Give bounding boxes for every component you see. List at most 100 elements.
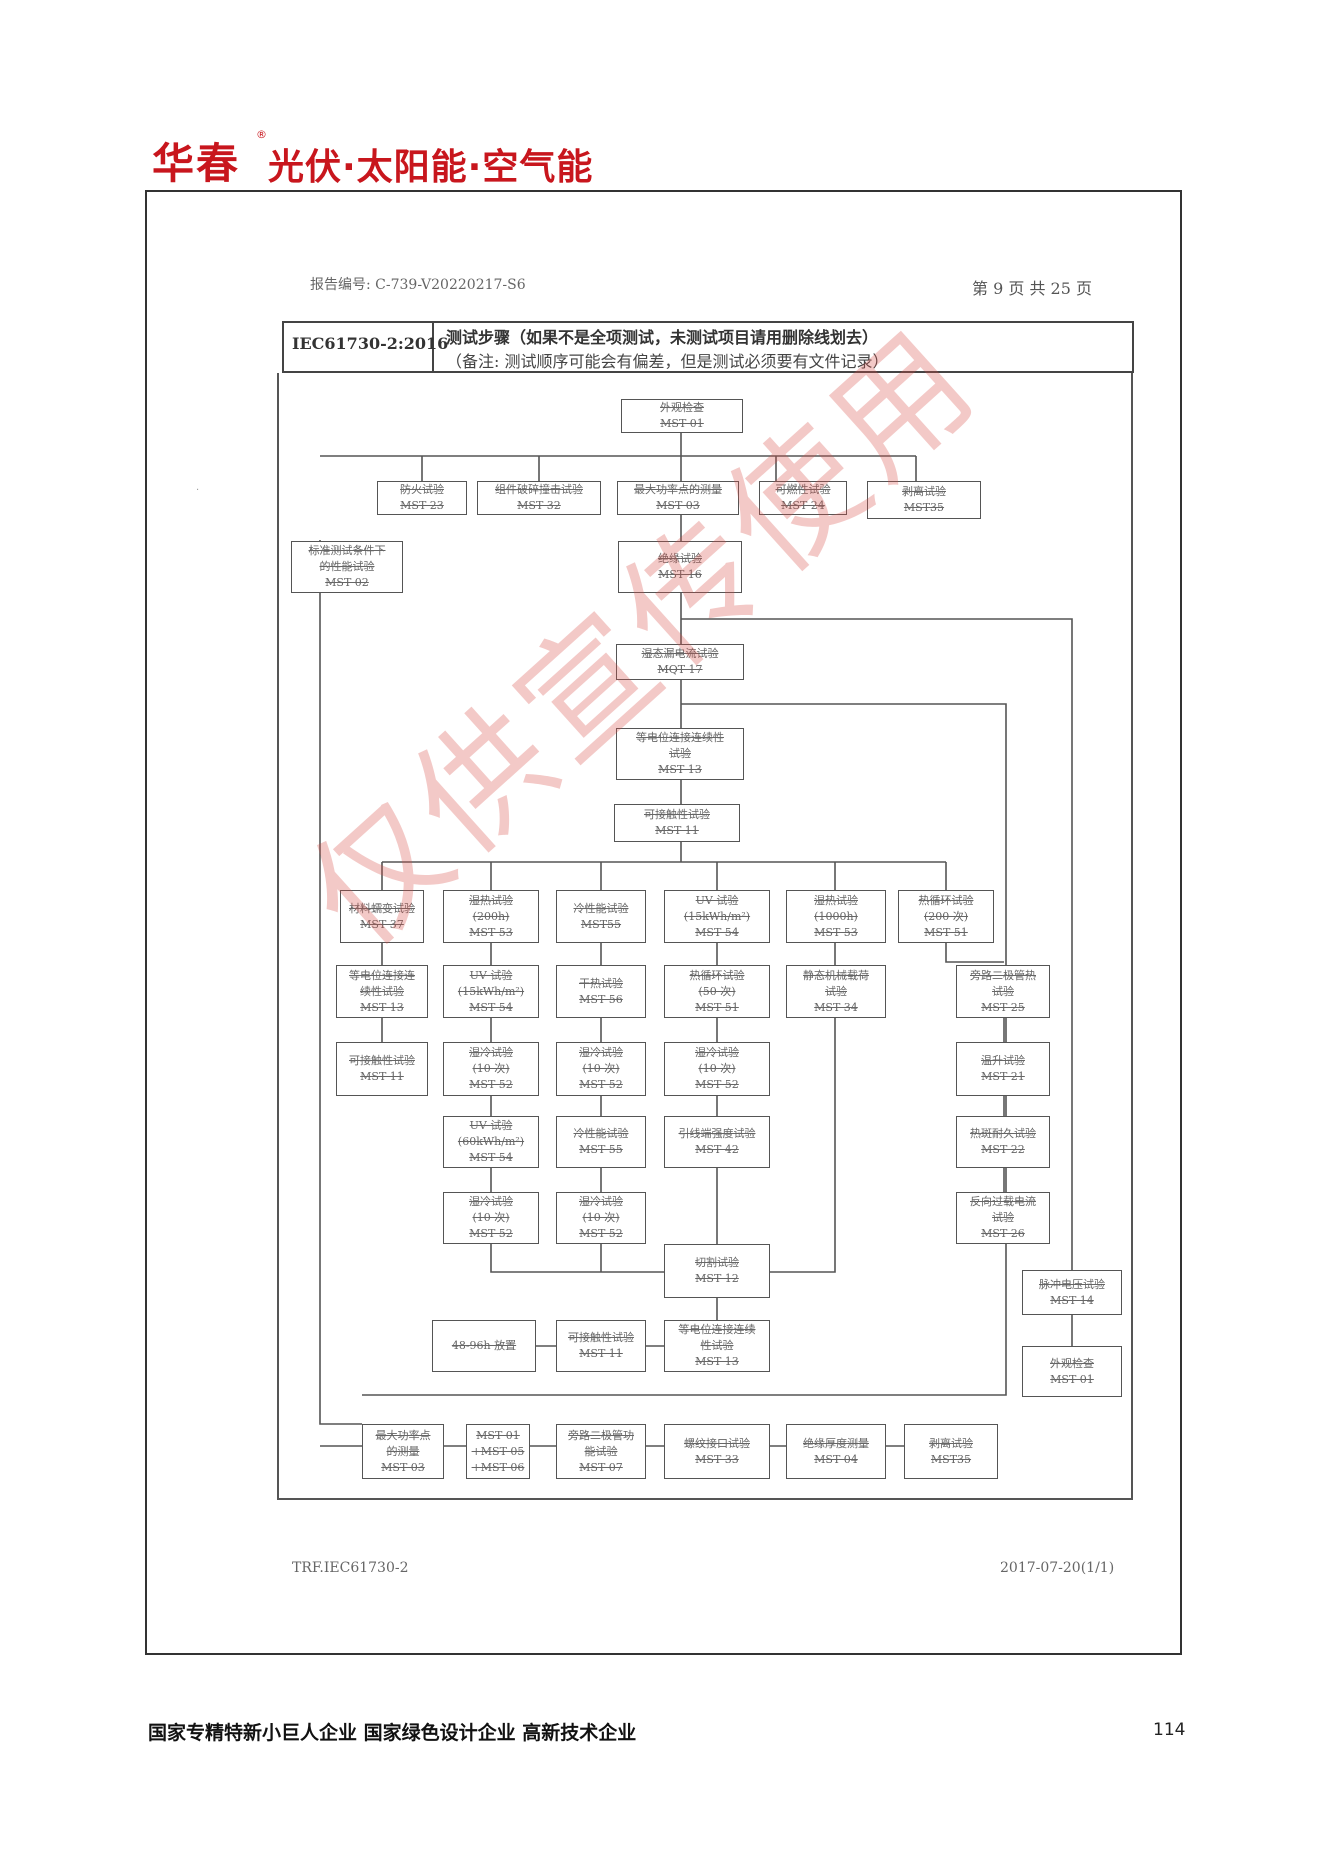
flow-box-damp-heat-1000h: 湿热试验 (1000h) MST 53 bbox=[786, 890, 886, 943]
standard-label: IEC61730-2:2016 bbox=[292, 334, 449, 353]
flow-box-line: MST 54 bbox=[469, 1151, 513, 1164]
flow-box-line: (10 次) bbox=[582, 1062, 620, 1075]
flow-box-line: 等电位连接连 bbox=[349, 968, 415, 982]
flow-box-thermal-cycling-200: 热循环试验(200 次)MST 51 bbox=[898, 890, 994, 943]
page-number: 114 bbox=[1153, 1720, 1186, 1740]
flow-box-temperature-rise: 温升试验 MST 21 bbox=[956, 1042, 1050, 1096]
flow-box-line: +MST 06 bbox=[471, 1460, 525, 1474]
flow-box-line: MST 54 bbox=[469, 1000, 513, 1014]
flow-box-dry-heat: 干热试验 MST 56 bbox=[556, 965, 646, 1018]
flow-box-line: MST 52 bbox=[469, 1078, 513, 1091]
flow-box-line: MST 51 bbox=[695, 1000, 739, 1014]
flow-box-line: MST 42 bbox=[695, 1143, 739, 1156]
flow-box-insulation-test: 绝缘试验 MST 16 bbox=[618, 541, 742, 593]
flow-box-line: 续性试验 bbox=[360, 984, 404, 998]
flow-box-line: 湿态漏电流试验 bbox=[641, 647, 719, 660]
flow-box-line: 组件破碎撞击试验 bbox=[495, 483, 583, 496]
flow-box-line: MST55 bbox=[580, 917, 622, 931]
flow-box-line: (200 次) bbox=[923, 909, 969, 923]
flow-box-line: MST 11 bbox=[579, 1347, 623, 1360]
flow-box-line: MST 56 bbox=[579, 992, 623, 1006]
flow-box-mst-01-05-06: MST 01+MST 05+MST 06 bbox=[466, 1424, 530, 1479]
flow-box-line: MST 51 bbox=[924, 925, 968, 939]
flow-box-line: MST 13 bbox=[360, 1000, 404, 1014]
flow-box-line: 湿热试验 bbox=[814, 893, 858, 907]
flow-box-line: 温升试验 bbox=[981, 1054, 1025, 1067]
flow-box-line: 反向过载电流 bbox=[970, 1195, 1036, 1208]
flow-box-line: 可接触性试验 bbox=[349, 1054, 415, 1067]
flow-box-line: 可接触性试验 bbox=[644, 808, 710, 821]
flow-box-visual-inspection: 外观检查 MST 01 bbox=[621, 399, 743, 433]
trf-label: TRF.IEC61730-2 bbox=[292, 1560, 409, 1576]
flow-box-line: 湿冷试验 bbox=[579, 1046, 623, 1059]
flow-box-terminal-strength: 引线端强度试验 MST 42 bbox=[664, 1116, 770, 1168]
flow-box-line: 旁路二极管热 bbox=[970, 968, 1036, 982]
flow-box-accessibility-test-3: 可接触性试验 MST 11 bbox=[556, 1320, 646, 1372]
flow-box-flammability-test: 可燃性试验 MST 24 bbox=[759, 481, 847, 515]
flow-box-line: MST 14 bbox=[1050, 1293, 1094, 1307]
flow-box-hot-spot-endurance: 热斑耐久试验 MST 22 bbox=[956, 1116, 1050, 1168]
flow-box-line: MST 13 bbox=[695, 1355, 739, 1368]
flow-box-line: MST 22 bbox=[981, 1143, 1025, 1156]
flow-box-line: MST 21 bbox=[981, 1070, 1025, 1083]
flow-box-line: 静态机械载荷 bbox=[803, 968, 869, 982]
brand-registered-mark: ® bbox=[256, 128, 267, 141]
flow-box-line: UV 试验 bbox=[469, 1119, 513, 1132]
flow-box-line: MST 53 bbox=[814, 925, 858, 939]
procedure-header-box bbox=[282, 321, 1134, 373]
flow-box-humidity-freeze-2: 湿冷试验 (10 次) MST 52 bbox=[556, 1042, 646, 1096]
flow-box-line: MST 52 bbox=[469, 1227, 513, 1240]
flow-box-line: 热斑耐久试验 bbox=[970, 1127, 1036, 1140]
flow-box-line: MST 33 bbox=[695, 1452, 739, 1466]
flow-box-line: 绝缘试验 bbox=[658, 552, 702, 565]
flow-box-line: MST 03 bbox=[381, 1460, 425, 1474]
flow-box-line: 的性能试验 bbox=[319, 560, 375, 573]
flow-box-line: 等电位连接连续 bbox=[678, 1323, 756, 1336]
flow-box-line: MST 13 bbox=[658, 763, 702, 776]
flow-box-line: MST 16 bbox=[658, 568, 702, 581]
flow-box-equipotential-bonding-2: 等电位连接连续性试验 MST 13 bbox=[336, 965, 428, 1018]
flow-box-line: MST 01 bbox=[660, 417, 704, 430]
flow-box-line: 干热试验 bbox=[579, 976, 623, 990]
flow-box-line: MST 23 bbox=[400, 499, 444, 512]
brand-logo-text: 华春 bbox=[152, 139, 241, 188]
flow-box-line: MST 03 bbox=[656, 499, 700, 512]
flow-box-line: 可燃性试验 bbox=[775, 483, 831, 496]
flow-box-line: 冷性能试验 bbox=[573, 1127, 629, 1140]
flowchart-frame bbox=[277, 373, 1133, 1500]
flow-box-line: 外观检查 bbox=[660, 401, 704, 414]
flow-box-humidity-freeze-3: 湿冷试验(10 次)MST 52 bbox=[664, 1042, 770, 1096]
flow-box-line: 可接触性试验 bbox=[568, 1331, 634, 1344]
flow-box-line: 引线端强度试验 bbox=[678, 1127, 756, 1140]
flow-box-line: 湿热试验 bbox=[469, 893, 513, 907]
flow-box-line: 冷性能试验 bbox=[573, 901, 629, 915]
flow-box-line: MST 24 bbox=[781, 499, 825, 512]
flow-box-line: MST 07 bbox=[579, 1460, 623, 1474]
flow-box-thermal-cycling-50: 热循环试验(50 次)MST 51 bbox=[664, 965, 770, 1018]
flow-box-48-96h-rest: 48-96h 放置 bbox=[432, 1320, 536, 1372]
flow-box-line: 切割试验 bbox=[695, 1256, 739, 1269]
scan-speck: · bbox=[196, 485, 200, 496]
flow-box-cold-performance: 冷性能试验 MST55 bbox=[556, 890, 646, 943]
flow-box-line: MST 34 bbox=[814, 1000, 858, 1014]
flow-box-line: (1000h) bbox=[814, 909, 858, 923]
flow-box-humidity-freeze-5: 湿冷试验(10 次)MST 52 bbox=[556, 1192, 646, 1244]
flow-box-line: MST 53 bbox=[469, 925, 513, 939]
flow-box-line: MST 52 bbox=[579, 1078, 623, 1091]
flow-box-line: 最大功率点 bbox=[375, 1428, 431, 1442]
flow-box-line: (15kWh/m²) bbox=[683, 909, 751, 923]
flow-box-line: 试验 bbox=[825, 984, 847, 998]
flow-box-line: 48-96h 放置 bbox=[451, 1339, 517, 1352]
